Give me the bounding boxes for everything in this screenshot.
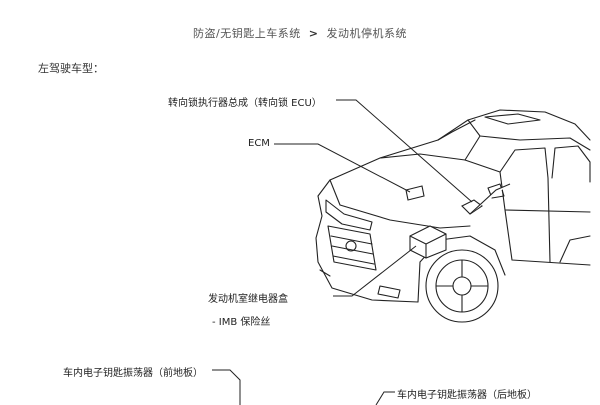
steering-lock-part [461,199,483,215]
header-separator: > [308,27,319,40]
ecm-label: ECM [248,138,270,149]
leader-rear-oscillator [375,391,395,405]
page-header: 防盗/无钥匙上车系统 > 发动机停机系统 [0,25,600,41]
rear-oscillator-label: 车内电子钥匙振荡器（后地板） [397,390,537,401]
header-page: 发动机停机系统 [326,27,407,40]
leader-lines [212,99,473,405]
leader-front-oscillator [212,369,241,405]
ecm-module [405,185,425,201]
vehicle-outline [315,109,591,323]
component-parts [405,183,511,259]
steering-lock-label: 转向锁执行器总成（转向锁 ECU） [168,98,322,109]
leader-relay-box [333,245,417,297]
imb-fuse-label: - IMB 保险丝 [212,317,271,328]
relay-box-label: 发动机室继电器盒 [208,294,288,305]
front-oscillator-label: 车内电子钥匙振荡器（前地板） [63,368,203,379]
leader-ecm [274,143,411,193]
leader-steering-lock [336,99,473,203]
vehicle-type-subtitle: 左驾驶车型： [38,62,104,75]
header-section: 防盗/无钥匙上车系统 [193,27,301,40]
